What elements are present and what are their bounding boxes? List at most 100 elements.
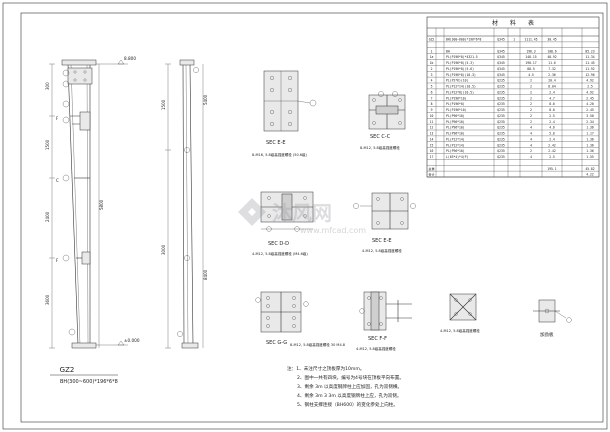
table-cell: 2 (530, 120, 532, 124)
watermark-url: www.mfcad.com (300, 226, 366, 235)
section-f-f: SEC F-F 4-M12, 5.8级高强度螺栓 (356, 291, 412, 351)
section-e-e-2-note: 4-M12, 5.8级高强度螺栓 (362, 248, 402, 253)
table-cell: 148.15 (525, 55, 536, 59)
section-c-c: SEC C-C 8-M12, 5.8级高强度螺栓 (360, 91, 406, 150)
section-e-e-2: SEC E-E 4-M12, 5.8级高强度螺栓 (353, 192, 416, 253)
dim-left-4: 5800 (99, 199, 104, 210)
table-cell: PL(P196*8) (446, 102, 465, 106)
section-g-g-note: 8-M12, 5.8级高强度螺栓 30 M4.8 (290, 342, 345, 347)
notes-line-2: 3、剩余 3m 以高度钢牌柱上应加固，孔为双侧横。 (297, 383, 402, 390)
table-cell: 2.42 (548, 149, 556, 153)
table-cell: 17 (430, 155, 434, 159)
table-cell: 2.4 (549, 120, 555, 124)
dim-left-1: 1500 (45, 139, 50, 150)
dim-right-0: 1500 (161, 99, 166, 110)
table-cell: 13 (430, 132, 434, 136)
table-cell: 2 (530, 114, 532, 118)
column-section-spec: BH(300~600)*196*6*8 (60, 379, 118, 385)
elevation-top: 8.800 (124, 56, 136, 61)
table-cell: PL(P196*8)*4321.5 (446, 55, 478, 59)
table-cell: 11.6 (548, 61, 556, 65)
table-cell: 1.36 (586, 137, 594, 141)
table-cell: 108.6 (547, 49, 556, 53)
table-cell: Q235 (497, 120, 505, 124)
table-cell: 4.5 (528, 73, 534, 77)
table-cell: 2.5 (549, 114, 555, 118)
table-cell: PL(P12*14) (446, 143, 465, 147)
section-d-d-note: 4-M12, 5.8级高强度螺栓 (M4.6级) (252, 251, 308, 256)
table-cell: Q235 (497, 143, 505, 147)
table-cell: Q235 (497, 155, 505, 159)
table-cell: Q235 (497, 90, 505, 94)
section-g-g: SEC G-G 8-M12, 5.8级高强度螺栓 30 M4.8 (255, 291, 345, 347)
table-cell: PL(P96*10) (446, 120, 465, 124)
table-cell: 88.5 (527, 67, 535, 71)
table-cell: PL(P196*10) (446, 108, 467, 112)
table-cell: 4 (530, 137, 532, 141)
table-cell: 20.4 (548, 79, 556, 83)
section-e-e-note: 8-M16, 5.8级高强度螺栓 (50.6级) (252, 152, 308, 157)
table-cell: 5 (431, 85, 433, 89)
table-cell: Q235 (497, 114, 505, 118)
table-cell: 8.04 (548, 85, 556, 89)
section-d-d-label: SEC D-D (268, 241, 289, 247)
table-cell: 2.5 (587, 85, 593, 89)
table-cell: 3 (431, 73, 433, 77)
section-e-e-label: SEC E-E (266, 140, 286, 146)
section-c-c-label: SEC C-C (370, 134, 391, 140)
table-cell: 7.32 (548, 67, 556, 71)
table-cell: 3.50 (586, 114, 594, 118)
table-cell: Q345 (497, 61, 505, 65)
base-stiffener-detail: 加劲板 (533, 299, 572, 338)
table-cell: 2 (530, 90, 532, 94)
table-cell: 4 (530, 155, 532, 159)
table-cell: 190.17 (525, 61, 536, 65)
table-cell: 总重 (428, 166, 434, 171)
table-cell: 48.92 (547, 55, 556, 59)
table-cell: 2.45 (586, 108, 594, 112)
table-cell: 4.7 (549, 96, 555, 100)
table-cell: 11.34 (585, 55, 594, 59)
table-cell: 11 (430, 120, 434, 124)
table-cell: 8.0 (549, 102, 555, 106)
table-cell: 12 (430, 126, 434, 130)
table-cell: PL(P96*10) (446, 126, 465, 130)
table-cell: 2.5 (549, 155, 555, 159)
table-cell: 45.82 (585, 167, 594, 171)
section-d-d: SEC D-D 4-M12, 5.8级高强度螺栓 (M4.6级) (252, 191, 314, 256)
table-cell: 2.4 (549, 137, 555, 141)
table-cell: 85.23 (585, 49, 594, 53)
table-cell: Q235 (497, 85, 505, 89)
dim-left-2: 2400 (45, 211, 50, 222)
table-cell: 2.45 (586, 96, 594, 100)
table-cell: PL(P196*8)(5.3) (446, 61, 474, 65)
sheet-border-inner (20, 12, 604, 423)
general-notes: 注：1、未注尺寸之顶板厚为10mm。 2、图中一共有四块，编号为4号块在顶板平向… (287, 365, 404, 408)
table-cell: 4 (530, 143, 532, 147)
table-cell: 4.92 (586, 90, 594, 94)
table-cell: 4.22 (586, 173, 594, 177)
svg-text:C: C (56, 178, 59, 183)
table-cell: 2 (530, 85, 532, 89)
section-e-e-2-label: SEC E-E (372, 238, 392, 244)
table-cell: Q235 (497, 108, 505, 112)
table-cell: Q235 (497, 79, 505, 83)
table-cell: 2.36 (548, 73, 556, 77)
svg-text:F: F (56, 116, 59, 121)
table-cell: 6 (431, 90, 433, 94)
section-f-f-note: 4-M12, 5.8级高强度螺栓 (356, 346, 396, 351)
table-cell: Q235 (497, 149, 505, 153)
column-id: GZ2 (60, 366, 75, 374)
table-cell: PL(P196*10) (446, 96, 467, 100)
table-cell: PL(P196*8)(5.6) (446, 67, 474, 71)
table-cell: 1 (431, 49, 433, 53)
column-elevation-main: 300 1500 2400 3600 5800 8.800 ±0.000 F C… (45, 56, 140, 349)
table-cell: 30.45 (547, 38, 556, 42)
table-cell: 12.96 (585, 73, 594, 77)
table-cell: PL(P96*10) (446, 149, 465, 153)
table-cell: 4 (431, 79, 433, 83)
table-cell: 4 (530, 132, 532, 136)
table-cell: 2 (530, 108, 532, 112)
